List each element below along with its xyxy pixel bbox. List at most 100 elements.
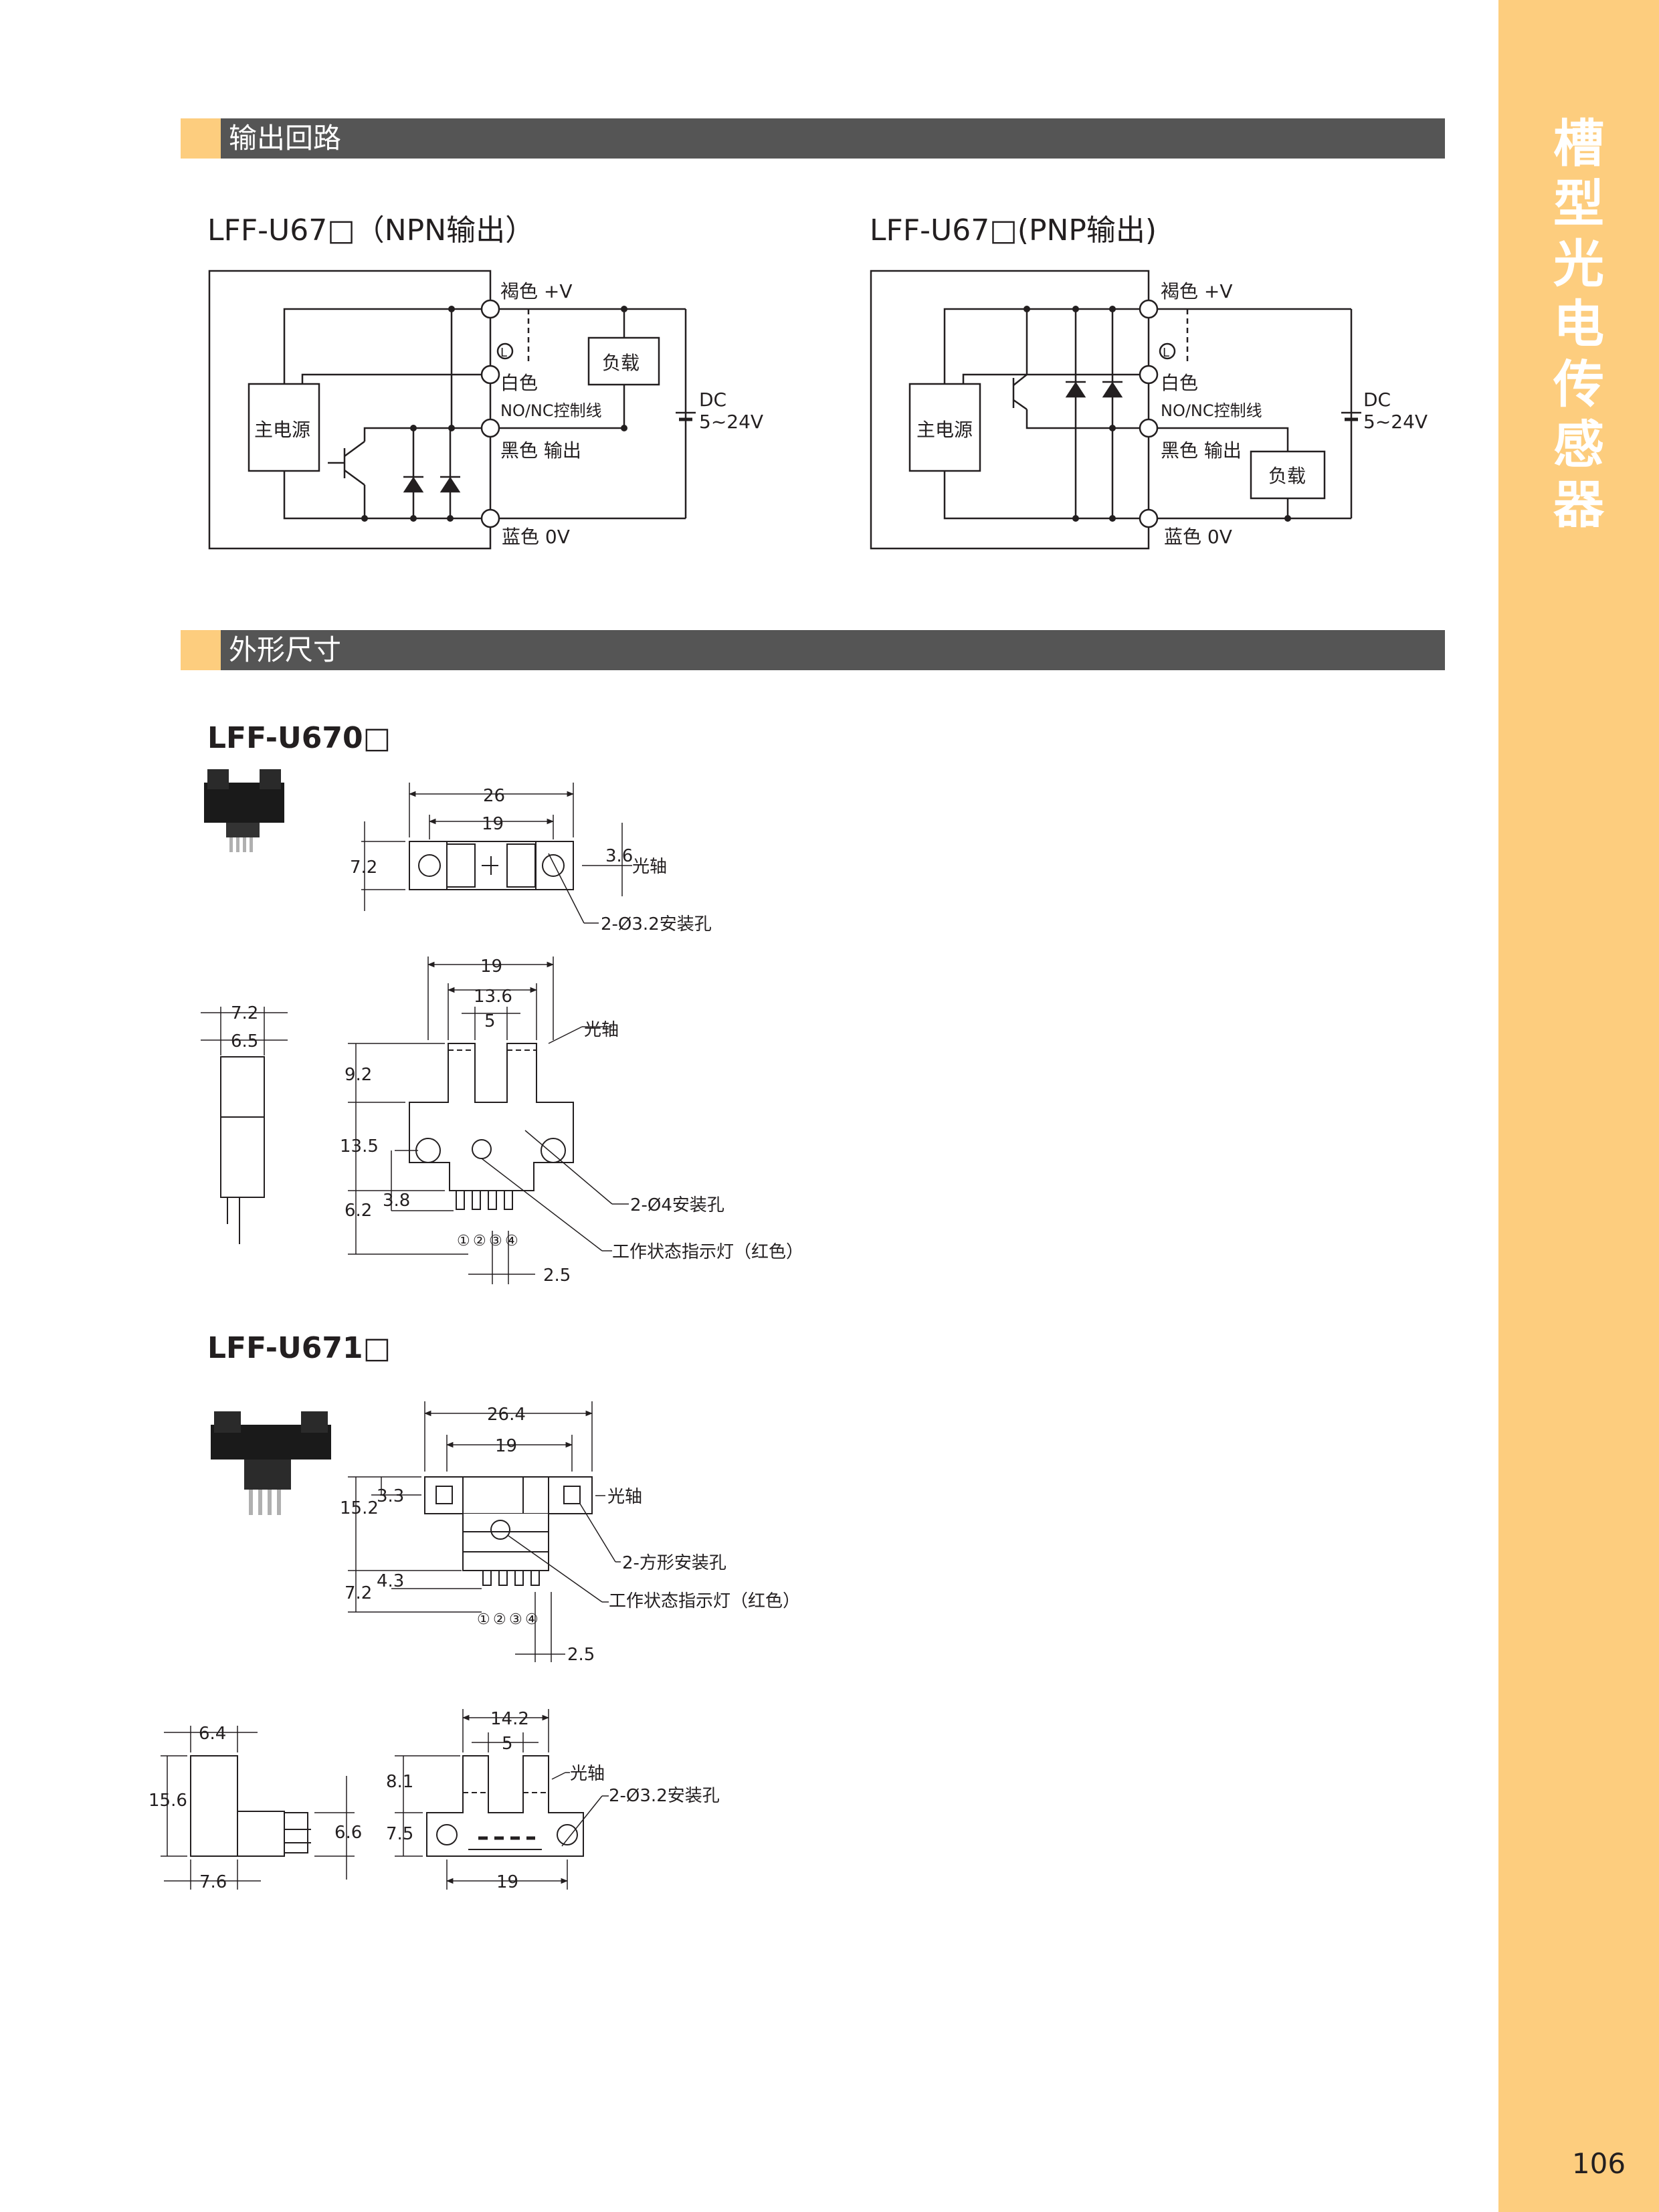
npn-sensor-outline [208, 270, 492, 550]
terminal-brown [480, 299, 500, 319]
npn-black-label: 黑色 输出 [500, 439, 581, 462]
terminal-white [480, 365, 500, 385]
u670-mount-hole-label: 2-Ø4安装孔 [630, 1195, 724, 1215]
u670-pin-1: ① [457, 1233, 470, 1249]
u671-front-labels: 14.2 5 光轴 2-Ø3.2安装孔 8.1 7.5 19 [386, 1709, 720, 1892]
dim-u670-19: 19 [482, 814, 504, 834]
dim-u671-front-5: 5 [502, 1734, 513, 1754]
dim-u670-side-6.5: 6.5 [231, 1031, 258, 1051]
dim-u671-7.2: 7.2 [345, 1583, 372, 1603]
pnp-dc-label: DC [1363, 389, 1391, 411]
u670-front-view [348, 957, 629, 1284]
npn-white-label: 白色 [500, 372, 538, 394]
pnp-power-label: 主电源 [916, 419, 973, 441]
terminal-blue [1139, 508, 1159, 528]
pnp-l-mark: L [1163, 346, 1169, 360]
npn-brown-label: 褐色 +V [500, 280, 573, 302]
dim-u670-13.5: 13.5 [340, 1136, 379, 1157]
drawings: 主电源 负载 褐色 +V 白色 NO/NC控制线 黑色 输出 蓝色 0V DC … [149, 270, 1428, 1892]
u670-pin-4: ④ [505, 1233, 518, 1249]
u671-side-view [161, 1726, 355, 1890]
section-title-output: 输出回路 [229, 122, 342, 155]
dim-u671-pitch: 2.5 [567, 1645, 595, 1665]
u670-side-view [201, 1007, 288, 1244]
dim-u670-3.6: 3.6 [605, 846, 633, 866]
terminal-brown [1139, 299, 1159, 319]
pnp-labels: 主电源 负载 褐色 +V 白色 NO/NC控制线 黑色 输出 蓝色 0V DC … [916, 280, 1428, 548]
dim-u671-7.5: 7.5 [386, 1824, 413, 1844]
u671-pin-3: ③ [509, 1611, 522, 1628]
u670-hole-label: 2-Ø3.2安装孔 [601, 914, 712, 934]
model-title-u670: LFF-U670□ [207, 721, 391, 755]
page-number: 106 [1571, 2147, 1626, 2180]
u670-top-labels: 26 19 7.2 3.6 光轴 2-Ø3.2安装孔 [350, 786, 712, 934]
npn-nonc-label: NO/NC控制线 [500, 401, 602, 420]
dim-u671-side-7.6: 7.6 [199, 1872, 227, 1892]
u670-side-labels: 7.2 6.5 [231, 1003, 258, 1051]
l-mark-circle [496, 342, 514, 360]
model-title-u671: LFF-U671□ [207, 1331, 391, 1365]
u671-pin-2: ② [493, 1611, 506, 1628]
pnp-blue-label: 蓝色 0V [1164, 526, 1232, 548]
section-accent [181, 630, 221, 670]
u671-front-view [395, 1709, 609, 1890]
npn-circuit-diagram [208, 270, 696, 550]
u671-top-view [348, 1401, 621, 1662]
npn-terminals [480, 299, 514, 528]
sidebar-title-char: 感 [1553, 415, 1604, 474]
pnp-terminals [1139, 299, 1176, 528]
dim-u670-3.8: 3.8 [383, 1191, 410, 1211]
dim-u671-15.2: 15.2 [340, 1498, 379, 1518]
sidebar-title-char: 光 [1553, 234, 1604, 294]
dim-u670-9.2: 9.2 [345, 1065, 372, 1085]
pnp-circuit-diagram [870, 270, 1361, 550]
npn-voltage-label: 5~24V [699, 411, 763, 433]
dim-u670-7.2: 7.2 [350, 858, 377, 878]
pnp-power-block [908, 383, 981, 472]
dim-u670-front-13.6: 13.6 [474, 987, 512, 1007]
u671-top-labels: 26.4 19 3.3 15.2 4.3 7.2 光轴 2-方形安装孔 工作状态… [340, 1405, 800, 1665]
u670-pin-2: ② [473, 1233, 486, 1249]
u670-pin-3: ③ [489, 1233, 502, 1249]
npn-power-label: 主电源 [254, 419, 310, 441]
pnp-load-box [1250, 450, 1326, 500]
npn-blue-label: 蓝色 0V [502, 526, 570, 548]
u670-top-view [361, 783, 632, 924]
sidebar-title-char: 型 [1553, 174, 1604, 233]
u671-front-hole-label: 2-Ø3.2安装孔 [609, 1786, 720, 1806]
u671-axis-label: 光轴 [607, 1487, 642, 1507]
pnp-load-label: 负载 [1268, 465, 1306, 487]
sidebar-title-char: 槽 [1553, 114, 1604, 173]
u671-pin-4: ④ [525, 1611, 539, 1628]
u671-side-labels: 6.4 15.6 6.6 7.6 [149, 1724, 362, 1892]
terminal-blue [480, 508, 500, 528]
dim-u671-19: 19 [495, 1436, 517, 1456]
terminal-black [480, 418, 500, 438]
dim-u671-side-6.4: 6.4 [199, 1724, 226, 1744]
pnp-white-label: 白色 [1161, 372, 1198, 394]
dim-u670-side-7.2: 7.2 [231, 1003, 258, 1023]
npn-power-block [248, 383, 320, 472]
npn-load-label: 负载 [602, 352, 640, 374]
section-accent [181, 118, 221, 159]
sidebar-title-char: 器 [1553, 475, 1604, 534]
npn-circuit-title: LFF-U67□（NPN输出） [207, 213, 535, 247]
pnp-circuit-title: LFF-U67□(PNP输出) [870, 213, 1157, 247]
u671-product-photo [211, 1411, 331, 1515]
npn-load-box [587, 336, 660, 386]
u670-front-axis-label: 光轴 [584, 1020, 619, 1040]
section-title-dimensions: 外形尺寸 [229, 633, 342, 666]
pnp-brown-label: 褐色 +V [1161, 280, 1233, 302]
u670-axis-label: 光轴 [632, 857, 667, 877]
terminal-black [1139, 418, 1159, 438]
l-mark-circle [1159, 342, 1176, 360]
dim-u671-side-6.6: 6.6 [334, 1823, 362, 1843]
dim-u671-front-19: 19 [496, 1872, 518, 1892]
u670-led-label: 工作状态指示灯（红色） [612, 1242, 803, 1262]
dim-u671-front-14.2: 14.2 [490, 1709, 529, 1729]
npn-dc-label: DC [699, 389, 726, 411]
dim-u671-4.3: 4.3 [377, 1571, 404, 1591]
pnp-nonc-label: NO/NC控制线 [1161, 401, 1262, 420]
terminal-white [1139, 365, 1159, 385]
u671-square-hole-label: 2-方形安装孔 [622, 1553, 726, 1573]
